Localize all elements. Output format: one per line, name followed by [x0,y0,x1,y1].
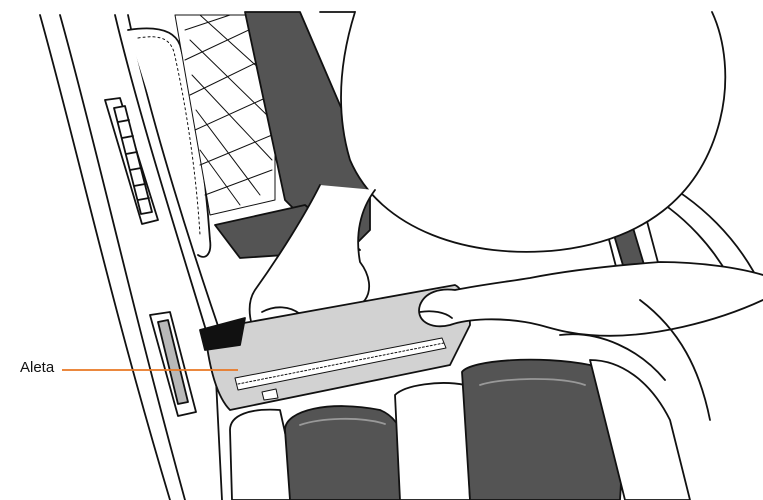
flap-callout-label: Aleta [20,359,54,376]
lower-vent [150,312,196,416]
torso-outline [341,12,725,252]
upper-vent [105,98,158,224]
